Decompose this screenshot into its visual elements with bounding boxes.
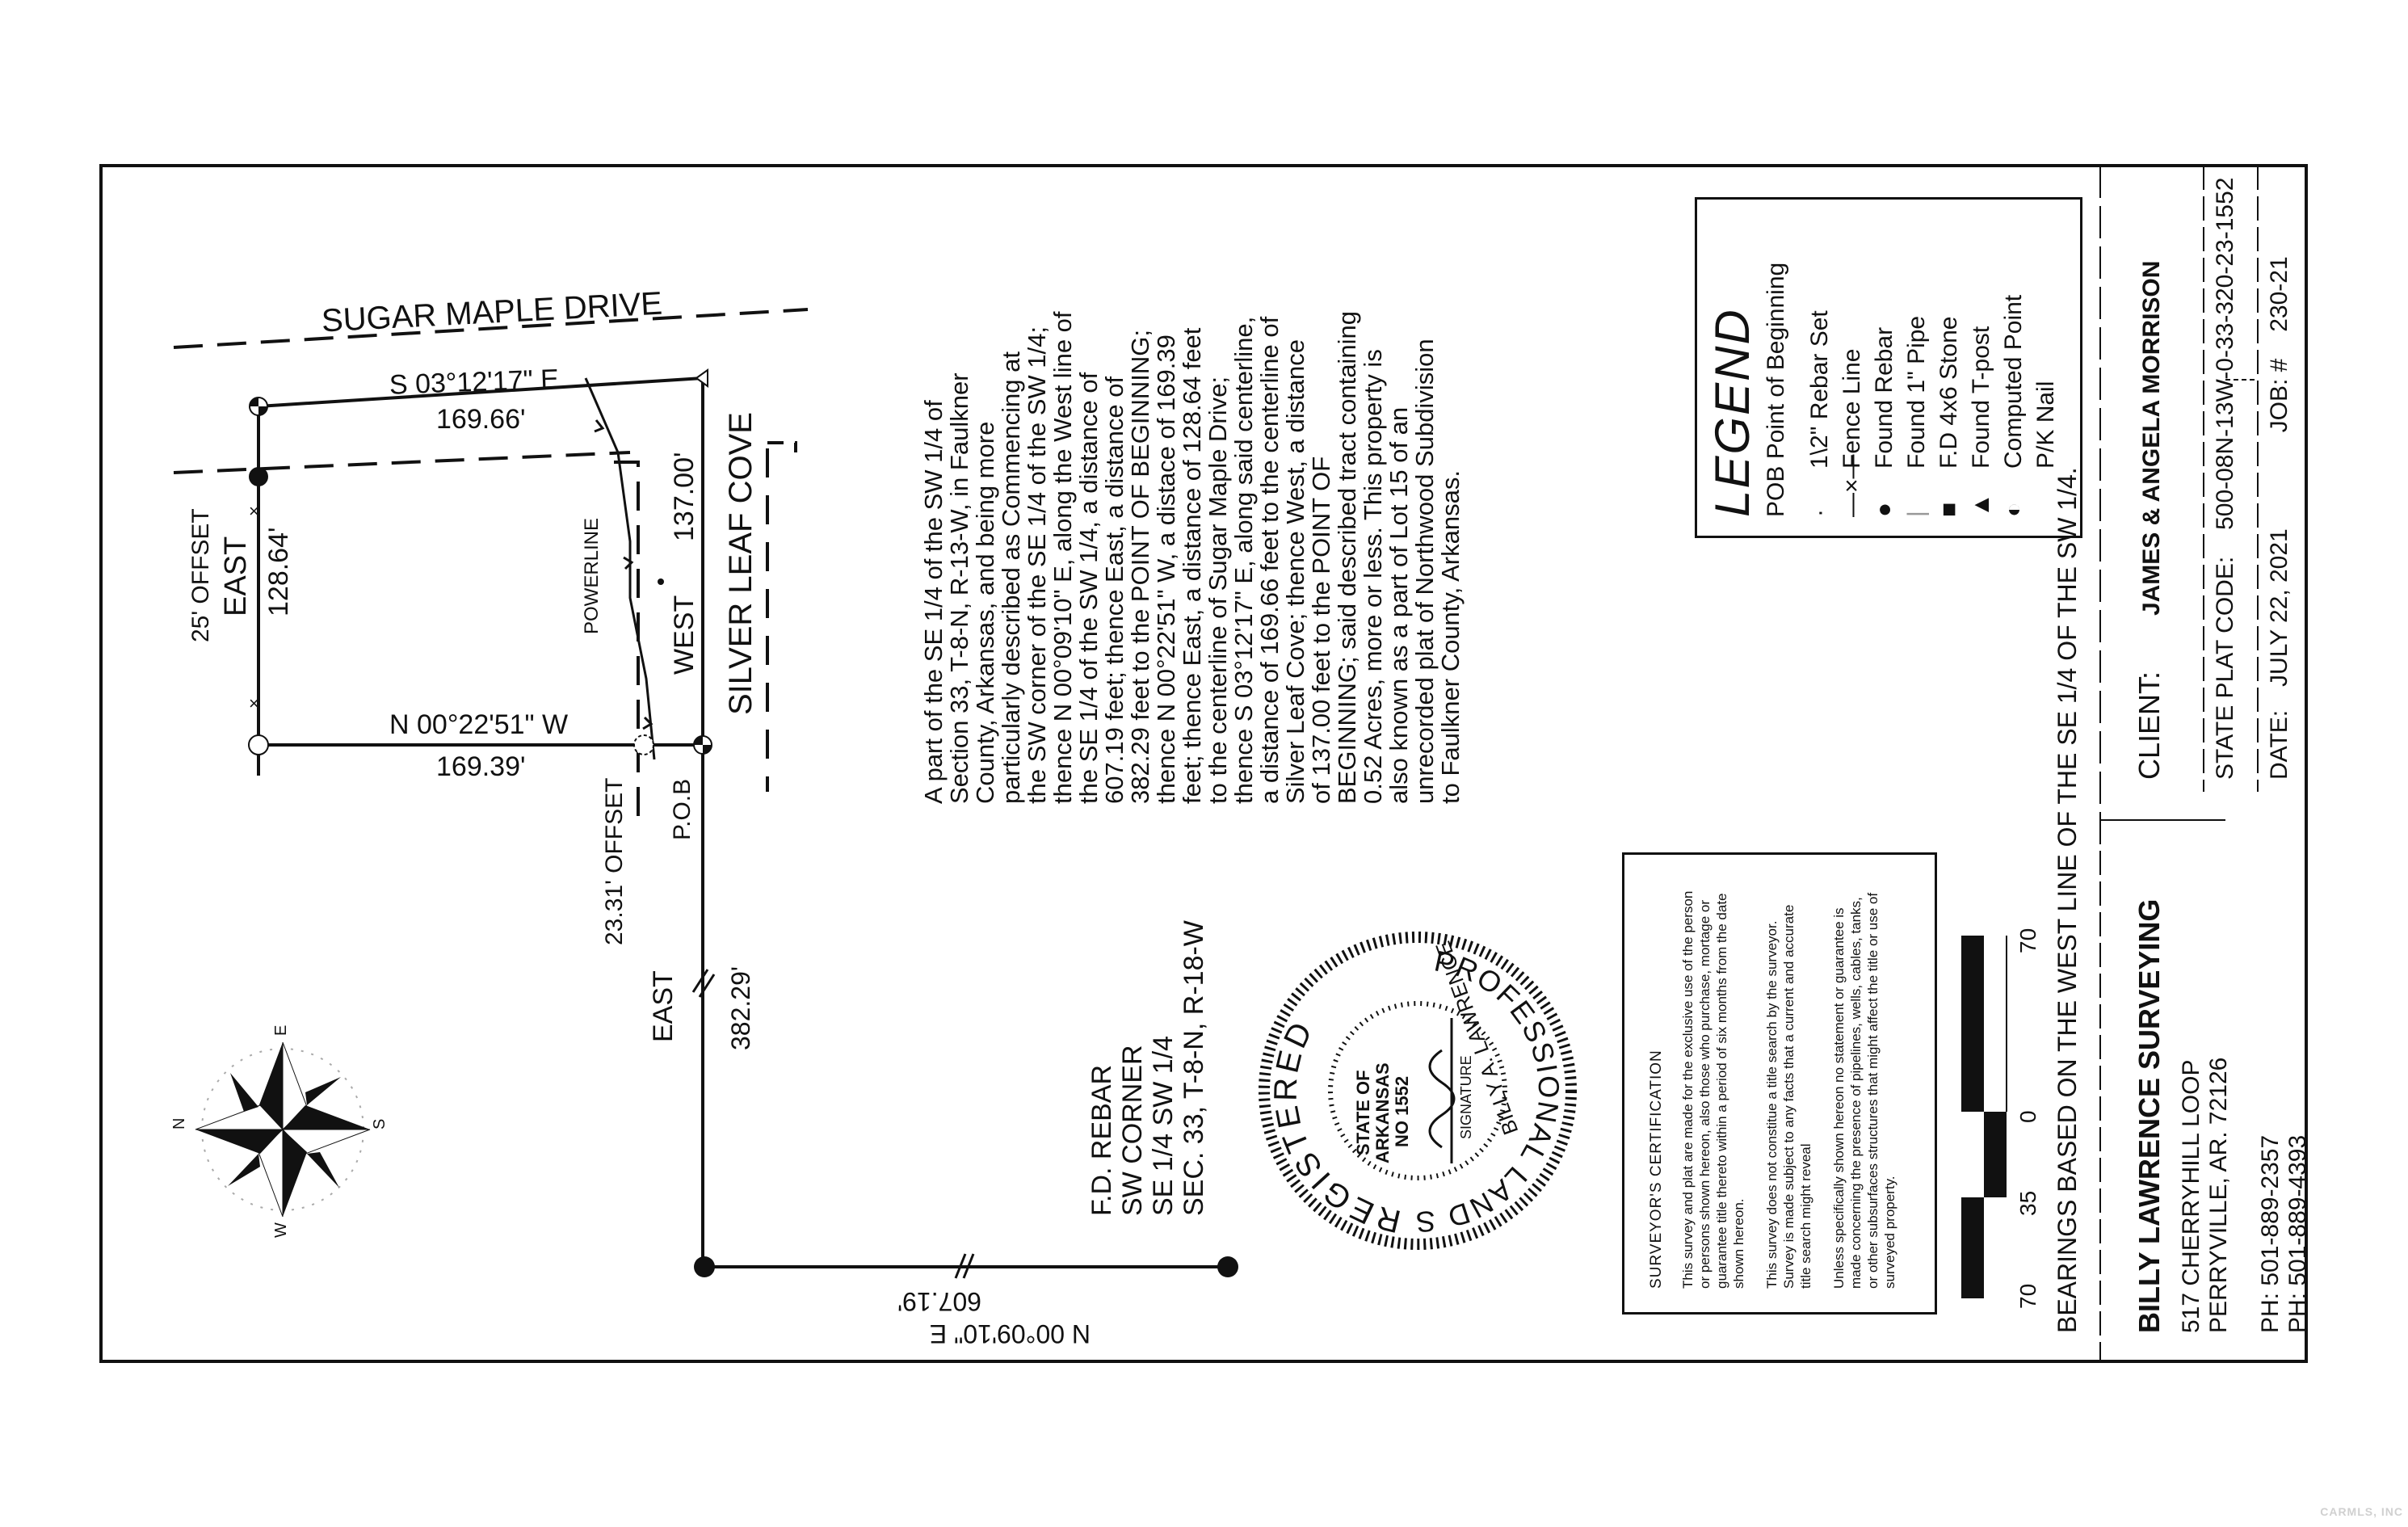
thin-line-icon: | [1903,511,1930,517]
found-rebar-icon [1217,1256,1238,1277]
svg-text:STATE OF: STATE OF [1353,1070,1373,1155]
found-rebar-icon [694,1256,715,1277]
company-name: BILLY LAWRENCE SURVEYING [2133,898,2166,1333]
bearings-note: BEARINGS BASED ON THE WEST LINE OF THE S… [2053,467,2082,1333]
road-label-silver-leaf: SILVER LEAF COVE [723,412,759,715]
date-value: JULY 22, 2021 [2266,528,2292,687]
certification-title: SURVEYOR'S CERTIFICATION [1648,1050,1665,1289]
phone-2: PH: 501-889-4393 [2284,1134,2311,1333]
legend-pob: POB Point of Beginning [1763,262,1789,517]
watermark: CARMLS, INC [2320,1505,2403,1518]
surveyor-seal: REGISTERED PROFESSIONAL LAND SURVEYOR ST… [1259,932,1577,1250]
south-distance: 169.39' [436,751,525,782]
svg-text:SW CORNER: SW CORNER [1117,1045,1148,1216]
quartered-circle-icon: ◐ [2000,502,2027,517]
svg-text:70: 70 [2015,928,2040,953]
client-label: CLIENT: [2133,671,2166,780]
legend-box [1695,197,2082,538]
sugar-maple-centerline [173,308,809,349]
triangle-icon: ▲ [1968,493,1994,517]
base-distance: 607.19' [897,1287,981,1316]
found-rebar-icon [249,467,268,486]
legend-item: ·1\2" Rebar Set [1804,194,1836,517]
certification-box [1622,852,1937,1315]
plat-code-label: STATE PLAT CODE: [2212,556,2238,780]
tie-distance: 382.29' [726,966,755,1050]
corner-note: F.D. REBAR SW CORNER SE 1/4 SW 1/4 SEC. … [1086,920,1209,1216]
svg-text:×: × [249,501,259,521]
signature-scribble [1428,1049,1456,1149]
compass-e: E [272,1025,290,1036]
client-name: JAMES & ANGELA MORRISON [2138,260,2165,616]
offset-2331-label: 23.31' OFFSET [601,778,628,945]
svg-text:SE 1/4 SW 1/4: SE 1/4 SW 1/4 [1148,1036,1179,1216]
svg-text:35: 35 [2015,1191,2040,1216]
north-distance: 169.66' [436,404,525,435]
svg-text:SIGNATURE: SIGNATURE [1458,1055,1474,1139]
computed-point-icon [249,397,268,416]
east-distance: 137.00' [669,452,700,541]
filled-square-icon: ■ [1935,502,1962,517]
west-bearing: EAST [219,536,253,616]
sheet-border [99,164,2308,1363]
job-label: JOB: # [2266,358,2292,433]
legend-title: LEGEND [1705,308,1759,517]
offset-2331-dashed-line [614,461,640,816]
legal-description: A part of the SE 1/4 of the SW 1/4 of Se… [919,311,1465,804]
date-job-row: DATE: JULY 22, 2021 JOB: # 230-21 [2266,256,2293,780]
svg-text:ARKANSAS: ARKANSAS [1372,1062,1393,1163]
offset-25-label: 25' OFFSET [187,508,214,642]
legend-item: ▲Found T-post [1965,194,1998,517]
east-bearing: WEST [669,595,700,675]
compass-n: N [170,1118,188,1129]
certification-text: SURVEYOR'S CERTIFICATION This survey and… [1648,885,1914,1289]
phone-1: PH: 501-889-2357 [2257,1134,2284,1333]
scale-bar: 70 0 35 70 [1961,928,2040,1309]
filled-circle-icon: ● [1871,502,1897,517]
powerline-label: POWERLINE [581,518,603,634]
south-bearing: N 00°22'51" W [389,709,568,740]
address-line-2: PERRYVILLE, AR. 72126 [2205,1057,2232,1333]
pob-label: P.O.B [669,779,696,840]
legend-item: ●Found Rebar [1868,194,1901,517]
company-block: BILLY LAWRENCE SURVEYING 517 CHERRYHILL … [2133,899,2312,1333]
client-row: CLIENT: JAMES & ANGELA MORRISON [2133,261,2166,780]
svg-text:0: 0 [2015,1110,2040,1123]
legend-item: —×—Fence Line [1836,194,1868,517]
svg-text:×: × [249,693,259,713]
compass-rose-icon: N S E W [170,1025,389,1238]
svg-text:F.D. REBAR: F.D. REBAR [1086,1065,1117,1216]
address-line-1: 517 CHERRYHILL LOOP [2178,1059,2204,1333]
plat-code-row: STATE PLAT CODE: 500-08N-13W-0-33-320-23… [2212,178,2239,780]
plat-code: 500-08N-13W-0-33-320-23-1552 [2212,177,2238,530]
compass-s: S [371,1119,389,1129]
compass-w: W [272,1222,290,1238]
north-bearing: S 03°12'17" E [389,364,559,400]
road-label-sugar-maple: SUGAR MAPLE DRIVE [321,286,663,339]
offset-point-icon [633,734,654,755]
svg-text:70: 70 [2015,1284,2040,1309]
svg-text:SEC. 33, T-8-N, R-18-W: SEC. 33, T-8-N, R-18-W [1179,920,1209,1216]
pob-marker-icon [693,735,712,755]
legend-item: ◐Computed Point [1998,194,2030,517]
legend-item: P/K Nail [2032,381,2059,469]
t-post-icon [695,368,708,388]
base-bearing: N 00°09'10" E [930,1319,1091,1348]
dot-icon: · [1806,509,1833,517]
tie-bearing: EAST [648,970,679,1042]
rebar-set-icon [248,734,269,755]
date-label: DATE: [2266,709,2292,780]
fence-line-icon: —×— [1839,454,1865,517]
svg-text:NO 1552: NO 1552 [1392,1076,1412,1147]
legend-item: |Found 1" Pipe [1901,194,1933,517]
west-distance: 128.64' [263,528,294,616]
legend-item: ■F.D 4x6 Stone [1933,194,1965,517]
offset-dashed-line [173,451,631,474]
job-number: 230-21 [2266,256,2292,332]
svg-text:PROFESSIONAL LAND SURVEYOR: PROFESSIONAL LAND SURVEYOR [1391,944,1565,1239]
powerline [584,377,656,760]
legend: LEGEND POB Point of Beginning ·1\2" Reba… [1704,194,2062,517]
